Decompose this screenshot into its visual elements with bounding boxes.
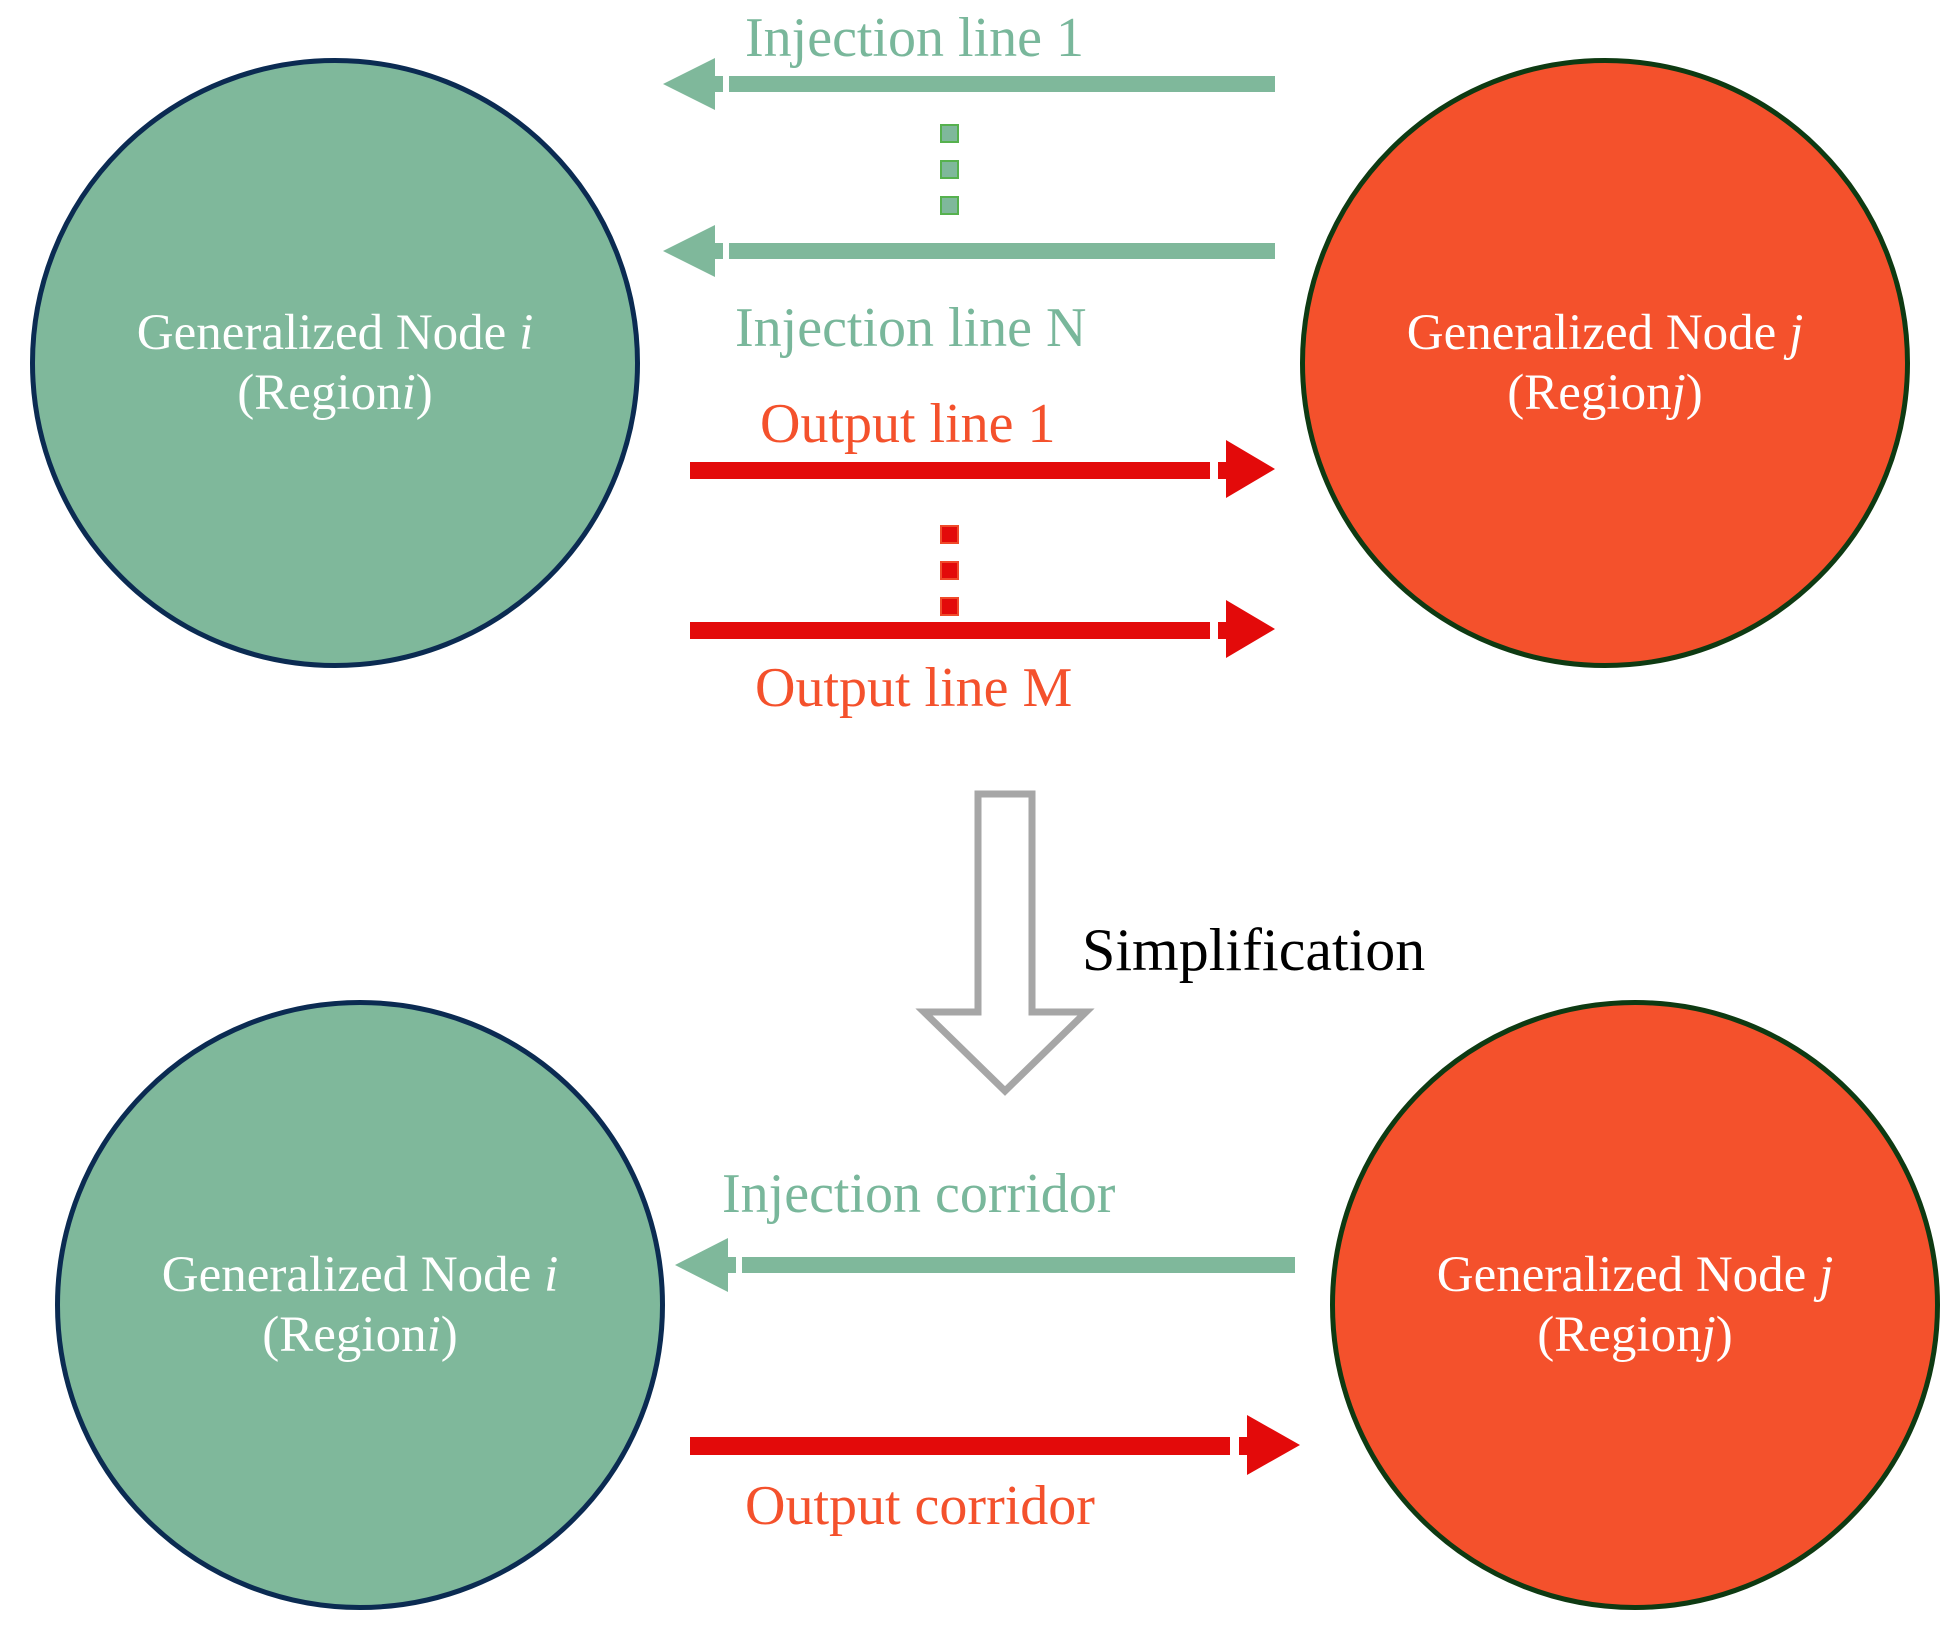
simplification-label: Simplification: [1082, 917, 1426, 983]
output-corridor-label: Output corridor: [745, 1475, 1095, 1537]
output-line-1-label: Output line 1: [760, 393, 1056, 455]
dot-square: [940, 597, 959, 616]
bottom-left-node-line1: Generalized Node i: [161, 1246, 559, 1303]
output-line-m-label: Output line M: [755, 657, 1073, 719]
injection-corridor-arrow: [675, 1238, 1295, 1292]
dot-square: [940, 525, 959, 544]
output-line-1-arrow: [690, 440, 1275, 498]
bottom-right-node-line2: (Regionj): [1537, 1307, 1733, 1363]
top-right-node-circle: Generalized Node j (Regionj): [1300, 58, 1910, 668]
bottom-right-node-circle: Generalized Node j (Regionj): [1330, 1000, 1940, 1610]
top-right-node-line2: (Regionj): [1507, 365, 1703, 421]
output-continuation-dots: [940, 525, 959, 616]
dot-square: [940, 196, 959, 215]
dot-square: [940, 124, 959, 143]
bottom-left-node-line2: (Regioni): [262, 1307, 458, 1363]
injection-continuation-dots: [940, 124, 959, 215]
top-right-node-line1: Generalized Node j: [1406, 304, 1804, 361]
top-left-node-line1: Generalized Node i: [136, 304, 534, 361]
dot-square: [940, 561, 959, 580]
injection-line-n-label: Injection line N: [735, 297, 1087, 359]
simplification-arrow: [915, 790, 1095, 1096]
bottom-right-node-line1: Generalized Node j: [1436, 1246, 1834, 1303]
injection-line-1-label: Injection line 1: [745, 7, 1085, 69]
dot-square: [940, 160, 959, 179]
injection-corridor-label: Injection corridor: [722, 1163, 1116, 1225]
injection-line-1-arrow: [663, 58, 1275, 110]
output-corridor-arrow: [690, 1415, 1300, 1475]
output-line-m-arrow: [690, 600, 1275, 658]
injection-line-n-arrow: [663, 225, 1275, 277]
top-left-node-line2: (Regioni): [237, 365, 433, 421]
bottom-left-node-circle: Generalized Node i (Regioni): [55, 1000, 665, 1610]
top-left-node-circle: Generalized Node i (Regioni): [30, 58, 640, 668]
